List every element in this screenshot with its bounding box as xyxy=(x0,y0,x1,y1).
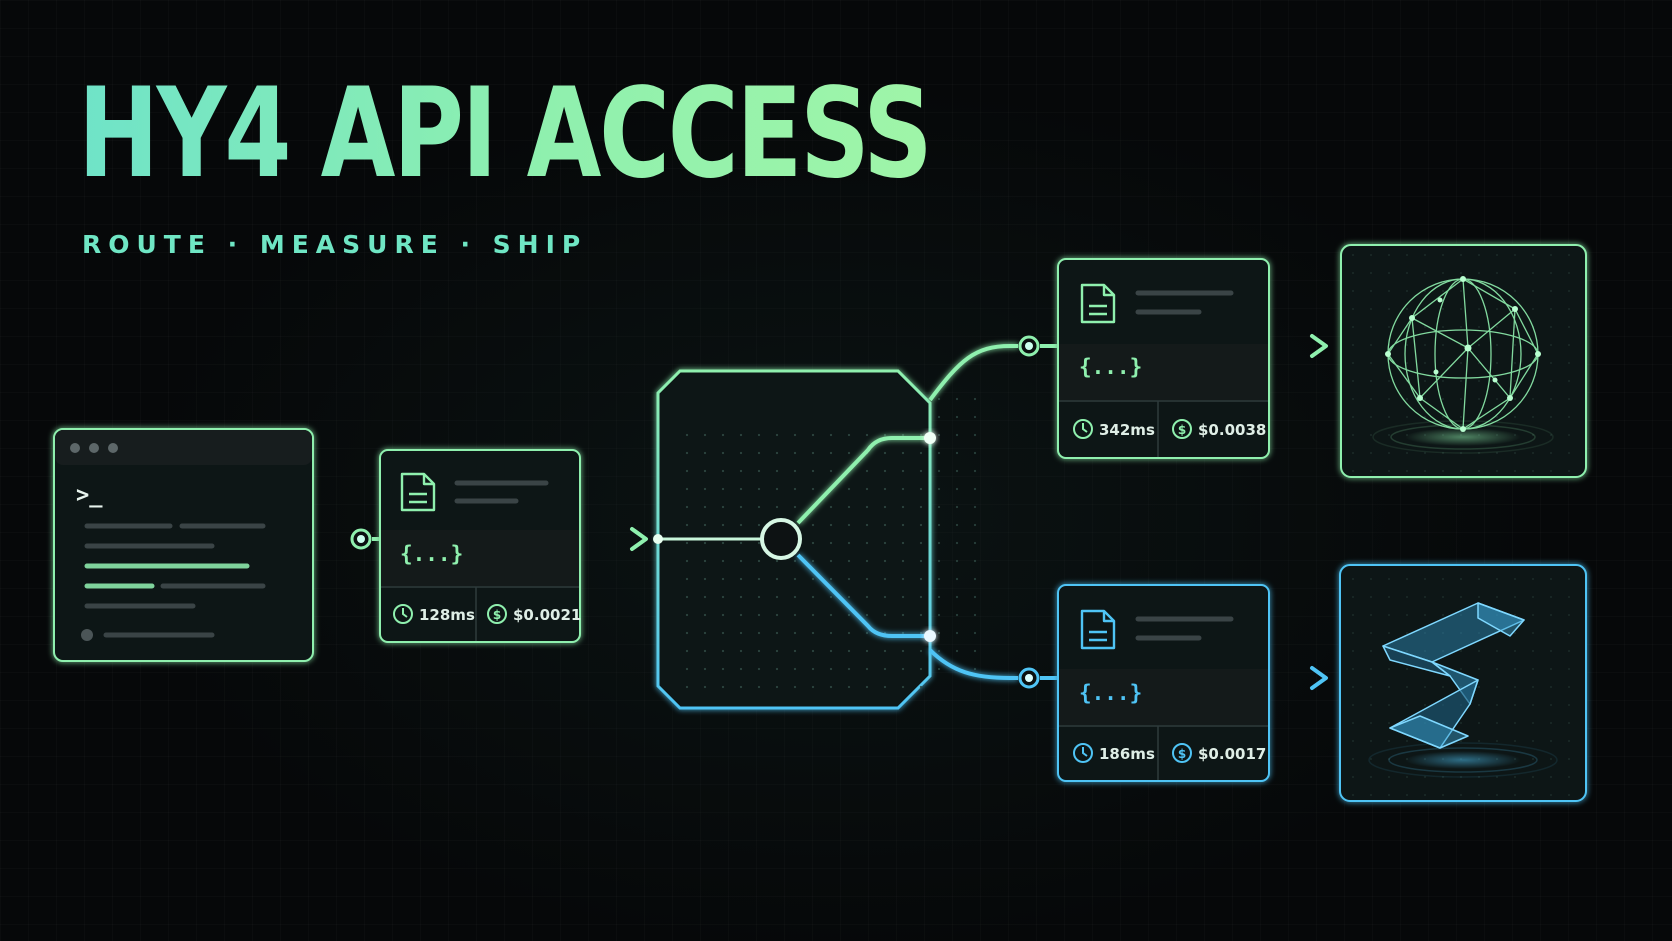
router-hub-icon xyxy=(760,518,802,560)
latency-value: 342ms xyxy=(1099,421,1155,439)
destination-sphere-tile[interactable] xyxy=(1340,244,1587,478)
dollar-icon: $ xyxy=(1172,419,1192,439)
svg-text:$: $ xyxy=(1178,747,1186,761)
output-card[interactable]: {...} 186ms $ $0.0017 xyxy=(1057,584,1270,782)
arrow-icon xyxy=(630,527,648,551)
page-title: HY4 API ACCESS xyxy=(78,62,933,206)
svg-text:$: $ xyxy=(1178,423,1186,437)
clock-icon xyxy=(1073,743,1093,763)
folded-ribbon-icon xyxy=(1382,602,1525,749)
cost-value: $0.0017 xyxy=(1198,745,1266,763)
connector-line xyxy=(928,648,1018,680)
payload-text: {...} xyxy=(1079,355,1142,379)
tagline: ROUTE · MEASURE · SHIP xyxy=(82,230,588,259)
terminal-prompt: >_ xyxy=(76,483,103,508)
dollar-icon: $ xyxy=(1172,743,1192,763)
document-icon xyxy=(1080,283,1116,324)
dollar-icon: $ xyxy=(487,604,507,624)
document-icon xyxy=(1080,609,1116,650)
destination-ribbon-tile[interactable] xyxy=(1339,564,1587,802)
connector-line xyxy=(928,344,1018,402)
request-card[interactable]: {...} 128ms $ $0.0021 xyxy=(379,449,581,643)
latency-value: 128ms xyxy=(419,606,475,624)
arrow-icon xyxy=(1310,334,1328,358)
arrow-icon xyxy=(1310,666,1328,690)
payload-text: {...} xyxy=(1079,681,1142,705)
window-dot-icon xyxy=(70,443,80,453)
router-hub[interactable] xyxy=(653,369,992,710)
cost-value: $0.0021 xyxy=(513,606,581,624)
clock-icon xyxy=(393,604,413,624)
window-dot-icon xyxy=(108,443,118,453)
svg-text:$: $ xyxy=(493,608,501,622)
terminal-window[interactable]: >_ xyxy=(53,428,314,662)
clock-icon xyxy=(1073,419,1093,439)
payload-text: {...} xyxy=(400,542,463,566)
cost-value: $0.0038 xyxy=(1198,421,1266,439)
latency-value: 186ms xyxy=(1099,745,1155,763)
window-dot-icon xyxy=(89,443,99,453)
document-icon xyxy=(400,472,436,512)
output-card[interactable]: {...} 342ms $ $0.0038 xyxy=(1057,258,1270,459)
